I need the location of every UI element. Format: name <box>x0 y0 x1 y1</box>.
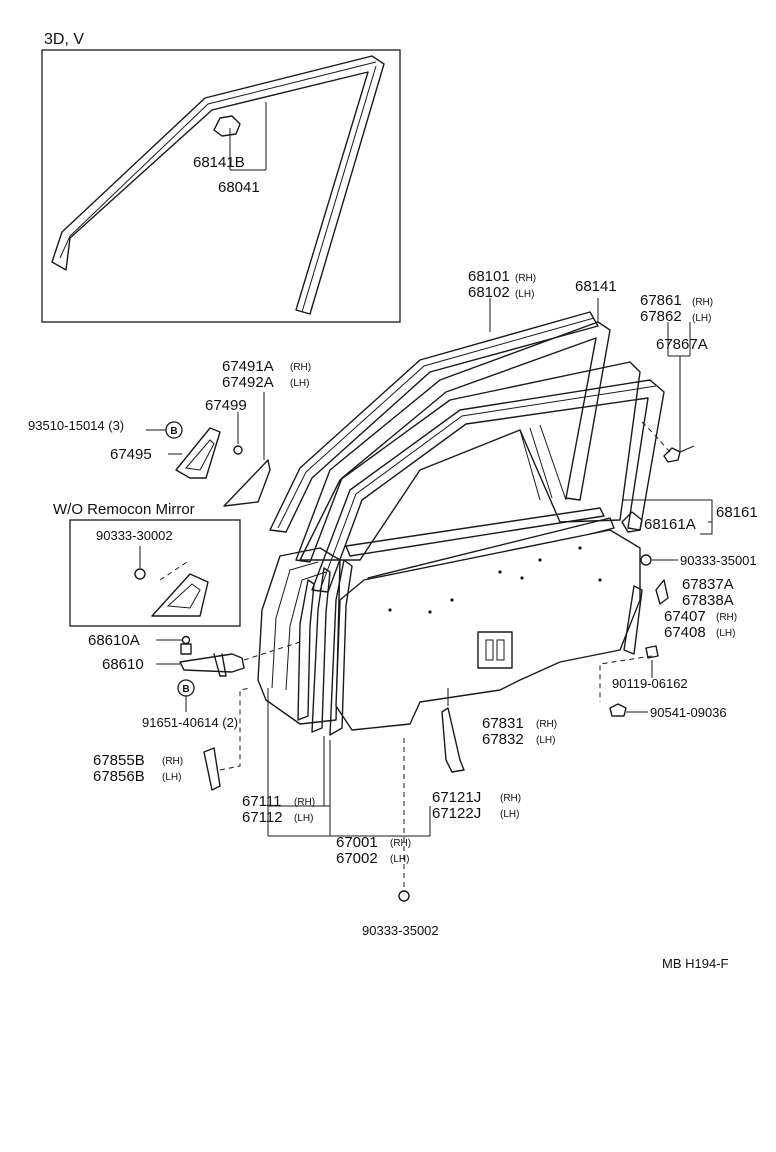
door-trim-67831 <box>335 529 641 731</box>
svg-text:(RH): (RH) <box>536 719 557 730</box>
clip-90333-35001 <box>640 554 652 566</box>
label-68141: 68141 <box>575 278 617 295</box>
svg-text:(LH): (LH) <box>716 628 735 639</box>
inset-frame <box>41 49 401 323</box>
door-glass <box>299 361 641 561</box>
svg-text:(LH): (LH) <box>692 313 711 324</box>
run-channel-67407 <box>623 585 643 655</box>
corner-cover-67495 <box>175 427 221 479</box>
label-67499: 67499 <box>205 397 247 414</box>
footer-code: MB H194-F <box>662 956 729 971</box>
label-67838A: 67838A <box>682 592 734 609</box>
label-91651-40614: 91651-40614 (2) <box>142 715 238 730</box>
svg-text:(LH): (LH) <box>162 772 181 783</box>
label-67867A: 67867A <box>656 336 708 353</box>
svg-text:(RH): (RH) <box>515 273 536 284</box>
trim-switch-panel <box>477 631 513 669</box>
label-67002: 67002 <box>336 850 378 867</box>
remocon-frame <box>69 519 241 627</box>
svg-text:B: B <box>170 426 177 437</box>
mirror-cover <box>151 573 209 617</box>
door-frame-67001 <box>329 559 353 736</box>
right-parts <box>599 322 713 717</box>
label-90119-06162: 90119-06162 <box>612 676 688 691</box>
bolt-68610A <box>180 643 192 655</box>
label-67001: 67001 <box>336 834 378 851</box>
weatherstrip-68141 <box>295 321 611 563</box>
label-68041: 68041 <box>218 179 260 196</box>
label-67491A: 67491A <box>222 358 274 375</box>
label-67122J: 67122J <box>432 805 481 822</box>
door-check-68610 <box>179 653 245 673</box>
inset-clip <box>213 115 241 137</box>
label-67407: 67407 <box>664 608 706 625</box>
label-68161: 68161 <box>716 504 758 521</box>
label-67112: 67112 <box>242 809 283 826</box>
svg-text:(LH): (LH) <box>390 854 409 865</box>
frame-67121J <box>441 707 465 773</box>
svg-text:B: B <box>182 684 189 695</box>
part-labels: 68101 (RH) 68102 (LH) 68141 67861 (RH) 6… <box>28 268 758 971</box>
label-67861: 67861 <box>640 292 682 309</box>
glass-run-68101 <box>269 311 599 533</box>
svg-text:(LH): (LH) <box>515 289 534 300</box>
leader-lines <box>267 298 599 902</box>
svg-text:(LH): (LH) <box>294 813 313 824</box>
bolt-90119 <box>645 645 659 659</box>
label-68610A: 68610A <box>88 632 140 649</box>
svg-text:(RH): (RH) <box>294 797 315 808</box>
remocon-title: W/O Remocon Mirror <box>53 501 195 518</box>
label-67862: 67862 <box>640 308 682 325</box>
bracket-67837A <box>655 579 669 605</box>
label-67831: 67831 <box>482 715 524 732</box>
label-67837A: 67837A <box>682 576 734 593</box>
door-assembly <box>257 311 695 773</box>
label-67111: 67111 <box>242 793 282 810</box>
label-68141B: 68141B <box>193 154 245 171</box>
inset-3d-v: 3D, V 68141B 68041 <box>41 31 401 323</box>
label-93510-15014: 93510-15014 (3) <box>28 418 124 433</box>
left-parts: B W/O Remocon Mirror 90333-30002 B <box>53 392 301 791</box>
svg-text:(LH): (LH) <box>536 735 555 746</box>
svg-text:(RH): (RH) <box>692 297 713 308</box>
inset-weatherstrip <box>51 55 385 315</box>
door-shell-67111 <box>257 547 341 725</box>
svg-text:(RH): (RH) <box>390 838 411 849</box>
clip-67867A <box>663 447 681 463</box>
svg-text:(LH): (LH) <box>290 378 309 389</box>
clip-90333-30002 <box>134 568 146 580</box>
svg-text:(RH): (RH) <box>716 612 737 623</box>
door-sash <box>311 379 665 593</box>
label-90333-30002: 90333-30002 <box>96 528 173 543</box>
label-67121J: 67121J <box>432 789 481 806</box>
svg-text:(RH): (RH) <box>500 793 521 804</box>
label-67495: 67495 <box>110 446 152 463</box>
label-67492A: 67492A <box>222 374 274 391</box>
label-68610: 68610 <box>102 656 144 673</box>
label-67855B: 67855B <box>93 752 145 769</box>
clip-90333-35002 <box>398 890 410 902</box>
corner-piece-67491A <box>223 459 271 507</box>
label-67832: 67832 <box>482 731 524 748</box>
label-68101: 68101 <box>468 268 510 285</box>
label-90333-35002: 90333-35002 <box>362 923 439 938</box>
label-90541-09036: 90541-09036 <box>650 705 727 720</box>
label-67856B: 67856B <box>93 768 145 785</box>
label-90333-35001: 90333-35001 <box>680 553 757 568</box>
svg-text:(RH): (RH) <box>162 756 183 767</box>
svg-text:(RH): (RH) <box>290 362 311 373</box>
hinge-68161A <box>621 511 643 533</box>
moulding-67855B <box>203 747 221 791</box>
label-67408: 67408 <box>664 624 706 641</box>
label-68161A: 68161A <box>644 516 696 533</box>
label-68102: 68102 <box>468 284 510 301</box>
inset-title: 3D, V <box>44 31 84 48</box>
nut-90541 <box>609 703 627 717</box>
svg-text:(LH): (LH) <box>500 809 519 820</box>
screw-67499 <box>233 445 243 455</box>
